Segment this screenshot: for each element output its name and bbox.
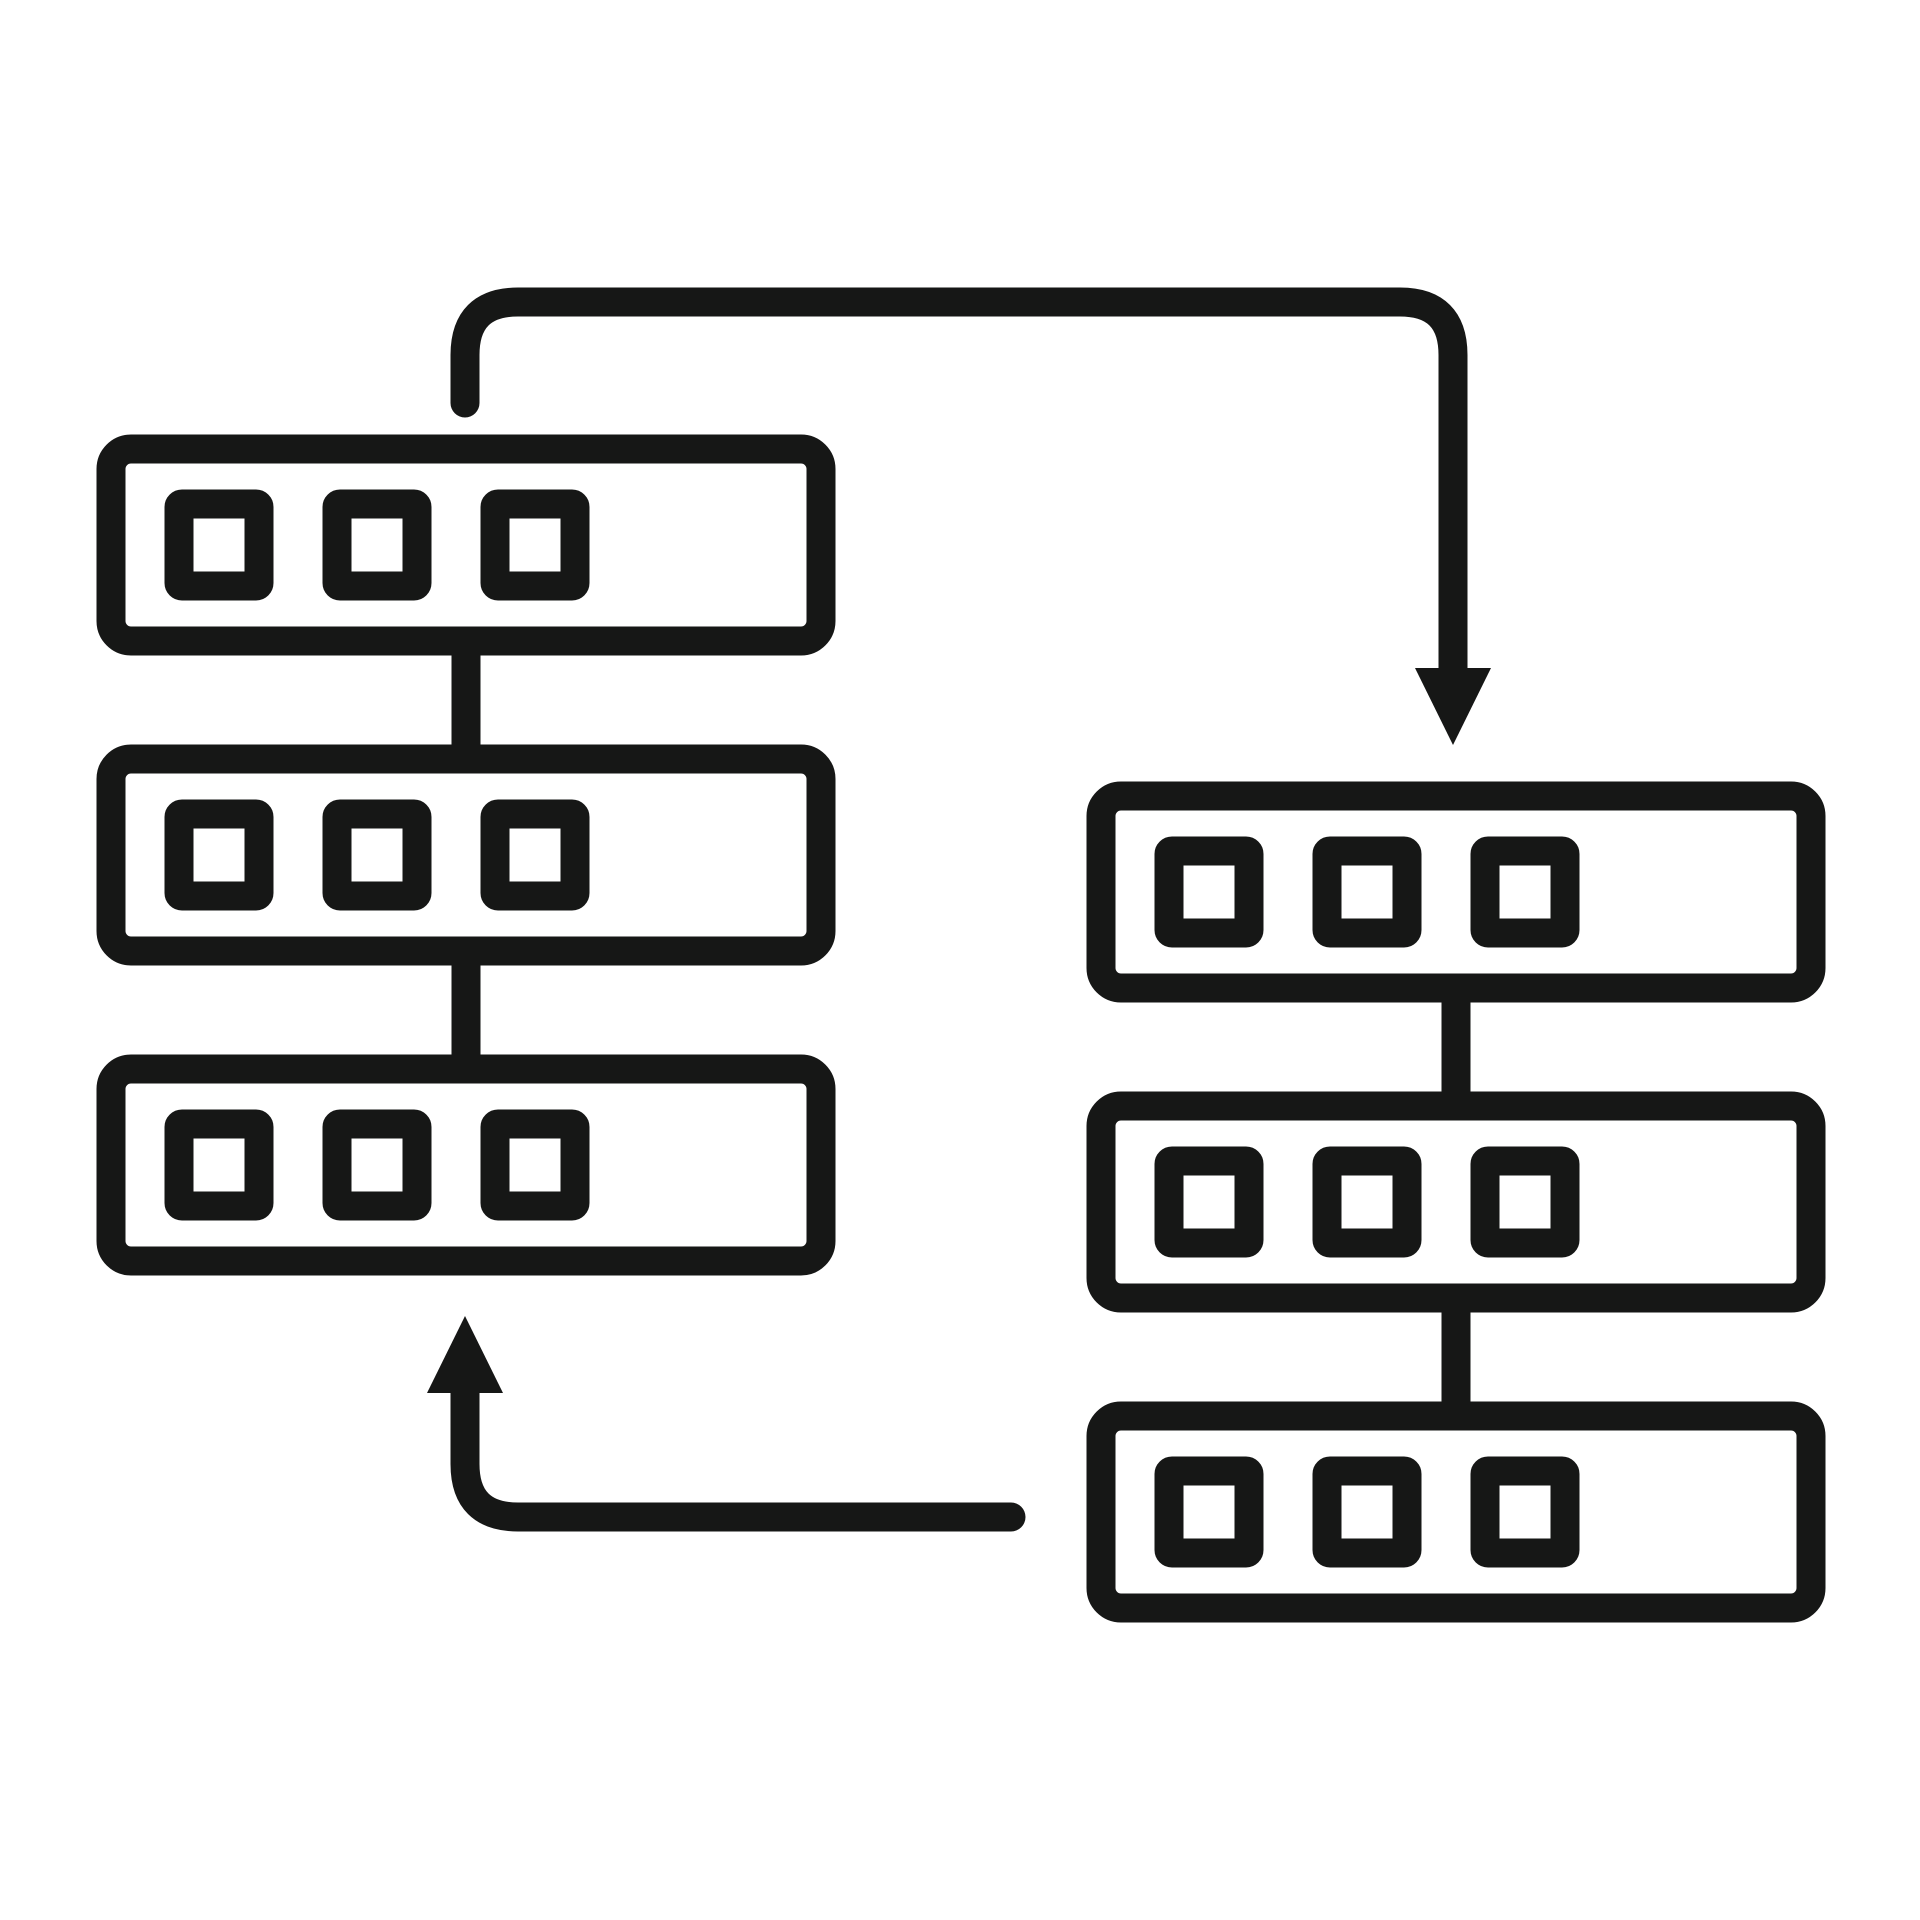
drive-slot	[164, 1109, 274, 1221]
drive-slot	[480, 799, 590, 911]
drive-slot	[480, 489, 590, 601]
transfer-arrow-left-to-right	[450, 287, 1468, 683]
arrow-head-down-icon	[1415, 668, 1491, 745]
drive-slot	[322, 1109, 432, 1221]
server-unit	[96, 744, 836, 966]
drive-slot	[1154, 1456, 1264, 1568]
drive-slot	[1154, 836, 1264, 948]
drive-slot	[1312, 1456, 1422, 1568]
drive-slot	[164, 799, 274, 911]
drive-slot	[1312, 836, 1422, 948]
drive-slot	[1470, 836, 1580, 948]
drive-slot	[1470, 1456, 1580, 1568]
drive-slot	[322, 489, 432, 601]
server-unit	[1086, 781, 1826, 1003]
left-server-stack	[96, 434, 836, 1276]
drive-slot	[1154, 1146, 1264, 1258]
drive-slot	[480, 1109, 590, 1221]
arrow-head-up-icon	[427, 1316, 503, 1393]
server-unit	[96, 1054, 836, 1276]
server-unit	[96, 434, 836, 656]
server-unit	[1086, 1401, 1826, 1623]
server-unit	[1086, 1091, 1826, 1313]
right-server-stack	[1086, 781, 1826, 1623]
transfer-arrows	[427, 287, 1491, 1532]
drive-slot	[164, 489, 274, 601]
drive-slot	[1312, 1146, 1422, 1258]
drive-slot	[1470, 1146, 1580, 1258]
transfer-arrow-right-to-left	[450, 1378, 1026, 1532]
drive-slot	[322, 799, 432, 911]
